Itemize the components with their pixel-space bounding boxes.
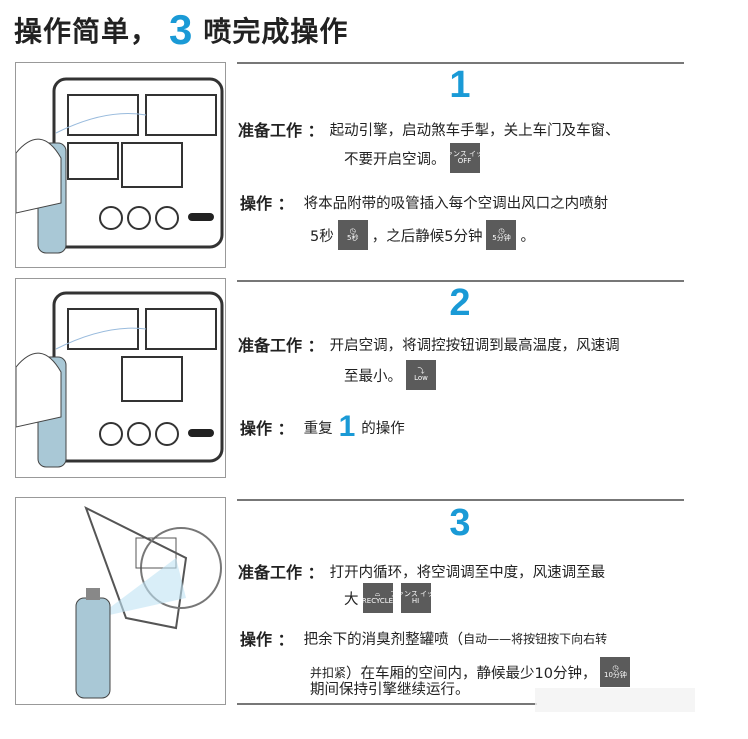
op-text-small: 自动——将按钮按下向右转 xyxy=(463,631,608,646)
title-number: 3 xyxy=(169,6,194,53)
op-text: 的操作 xyxy=(361,420,405,437)
prep-text: 不要开启空调。 xyxy=(344,151,446,168)
prep-label: 准备工作 ： xyxy=(238,336,324,355)
prep-text: 开启空调，将调控按钮调到最高温度，风速调 xyxy=(329,337,620,354)
op-text: 期间保持引擎继续运行。 xyxy=(310,682,470,698)
op-text: 。 xyxy=(520,228,535,245)
prep-text: 打开内循环，将空调调至中度，风速调至最 xyxy=(329,564,606,581)
step-3-number: 3 xyxy=(449,502,471,544)
recycle-icon: ⌓RECYCLE xyxy=(362,583,393,613)
clock-10min-icon: ◷10分钟 xyxy=(600,657,631,687)
watermark xyxy=(535,688,695,712)
page-title: 操作简单， 3 喷完成操作 xyxy=(14,6,348,54)
op-label: 操作 ： xyxy=(240,630,294,649)
prep-text: 起动引擎，启动煞车手掣，关上车门及车窗、 xyxy=(329,122,620,139)
step-1-divider xyxy=(237,62,684,64)
step-3-divider xyxy=(237,499,684,501)
op-label: 操作 ： xyxy=(240,419,294,438)
prep-text: 大 xyxy=(344,591,359,608)
op-text: 5秒 xyxy=(310,228,334,245)
title-before: 操作简单， xyxy=(14,15,160,48)
dashboard-spray-illustration-1 xyxy=(15,62,226,268)
title-after: 喷完成操作 xyxy=(203,15,349,48)
clock-5min-icon: ◷5分钟 xyxy=(486,220,517,250)
bottom-divider xyxy=(237,703,537,705)
op-label: 操作 ： xyxy=(240,194,294,213)
step-ref-number: 1 xyxy=(338,410,356,443)
prep-label: 准备工作 ： xyxy=(238,121,324,140)
op-text: 重复 xyxy=(303,420,333,437)
fan-low-icon: ⤵Low xyxy=(406,360,436,390)
step-2-number: 2 xyxy=(449,282,471,324)
prep-label: 准备工作 ： xyxy=(238,563,324,582)
clock-5sec-icon: ◷5秒 xyxy=(337,220,368,250)
prep-text: 至最小。 xyxy=(344,368,402,385)
car-interior-spray-illustration xyxy=(15,497,226,705)
step-2-divider xyxy=(237,280,684,282)
dashboard-spray-illustration-2 xyxy=(15,278,226,478)
op-text: ，之后静候5分钟 xyxy=(371,228,483,245)
op-text: 把余下的消臭剂整罐喷（ xyxy=(303,631,464,648)
op-text: ）在车厢的空间内，静候最少10分钟， xyxy=(346,665,597,682)
op-text: 将本品附带的吸管插入每个空调出风口之内喷射 xyxy=(303,195,609,212)
step-1-number: 1 xyxy=(449,64,471,106)
op-text-small: 并扣紧 xyxy=(310,665,347,680)
